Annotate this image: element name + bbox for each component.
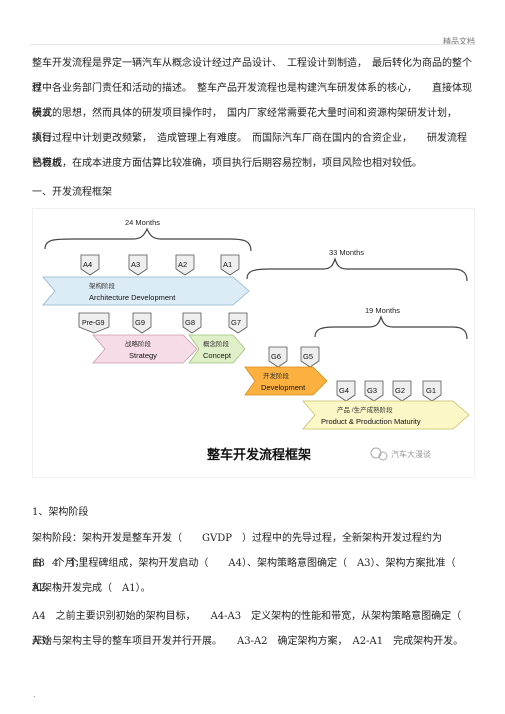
gate-g6: G6: [268, 346, 288, 368]
gate-a1: A1: [220, 254, 240, 276]
arrow-concept: [188, 334, 246, 364]
svg-text:G3: G3: [367, 386, 377, 395]
label-33-months: 33 Months: [329, 248, 364, 257]
arrow-strategy: [92, 334, 198, 364]
brace-24-months: [44, 227, 252, 252]
arch-line-1: 架构阶段：架构开发是整车开发（ GVDP ）过程中的先导过程，全新架构开发过程约…: [32, 533, 462, 569]
footer-mark: .: [33, 690, 36, 699]
gate-g5: G5: [300, 346, 320, 368]
gate-a4: A4: [80, 254, 100, 276]
label-arch-en: Architecture Development: [89, 293, 176, 302]
gate-g1: G1: [422, 380, 442, 402]
gate-g7: G7: [228, 312, 248, 334]
section-heading-framework: 一、开发流程框架: [32, 187, 112, 198]
wechat-logo-icon: [370, 447, 388, 461]
arch-line-2: 由 4 个里程碑组成，架构开发启动（ A4）、架构策略意图确定（ A3）、架构方…: [32, 558, 466, 594]
gate-a2: A2: [175, 254, 195, 276]
figure-caption: 整车开发流程框架: [206, 447, 311, 462]
label-dev-en: Development: [261, 383, 306, 392]
intro-line-3: 模式的思想，然而具体的研发项目操作时， 国内厂家经常需要花大量时间和资源构架研发…: [32, 108, 472, 144]
label-concept-en: Concept: [203, 351, 232, 360]
arrow-development: [244, 366, 328, 396]
gate-pre-g9: Pre-G9: [78, 312, 110, 334]
logo-text: 汽车大漫谈: [391, 449, 431, 459]
svg-text:G4: G4: [339, 386, 349, 395]
section-heading-architecture: 1、架构阶段: [32, 507, 89, 518]
gate-g9: G9: [132, 312, 152, 334]
svg-text:A4: A4: [83, 260, 92, 269]
svg-text:A1: A1: [223, 260, 232, 269]
brace-19-months: [314, 315, 468, 340]
label-arch-cn: 架构阶段: [89, 281, 116, 290]
gate-g4: G4: [336, 380, 356, 402]
svg-text:G1: G1: [426, 386, 436, 395]
arrow-product-production-maturity: [302, 400, 470, 430]
label-19-months: 19 Months: [365, 306, 400, 315]
svg-text:G7: G7: [231, 318, 241, 327]
intro-line-4: 执行过程中计划更改频繁， 造成管理上有难度。 而国际汽车厂商在国内的合资企业， …: [32, 133, 467, 169]
svg-text:A2: A2: [178, 260, 187, 269]
svg-text:G2: G2: [395, 386, 405, 395]
framework-diagram: 24 Months A4 A3 A2 A1 架构阶段 Architecture …: [42, 218, 470, 462]
arch-line-5: 开始与架构主导的整车项目开发并行开展。 A3-A2 确定架构方案， A2-A1 …: [32, 636, 464, 647]
header-rule: [30, 44, 475, 45]
gate-g3: G3: [364, 380, 384, 402]
intro-line-2: 程中各业务部门责任和活动的描述。 整车产品开发流程也是构建汽车研发体系的核心， …: [32, 83, 472, 119]
process-framework-figure: 24 Months A4 A3 A2 A1 架构阶段 Architecture …: [32, 208, 475, 478]
svg-text:G8: G8: [185, 318, 195, 327]
arch-line-4: A4 之前主要识别初始的架构目标， A4-A3 定义架构的性能和带宽，从架构策略…: [32, 611, 482, 647]
label-strategy-en: Strategy: [129, 351, 157, 360]
arrow-architecture-development: [42, 276, 250, 306]
label-24-months: 24 Months: [125, 218, 160, 227]
svg-text:Pre-G9: Pre-G9: [82, 320, 105, 327]
label-dev-cn: 开发阶段: [263, 371, 290, 380]
label-concept-cn: 概念阶段: [203, 339, 230, 348]
label-prod-en: Product & Production Maturity: [321, 417, 421, 426]
gate-g8: G8: [182, 312, 202, 334]
brace-33-months: [246, 257, 468, 282]
svg-text:G9: G9: [135, 318, 145, 327]
watermark: 精品文档: [443, 37, 475, 46]
label-prod-cn: 产品 /生产成熟阶段: [337, 405, 393, 414]
gate-a3: A3: [128, 254, 148, 276]
intro-line-1: 整车开发流程是界定一辆汽车从概念设计经过产品设计、 工程设计到制造， 最后转化为…: [32, 58, 472, 94]
arch-line-3: 和架构开发完成（ A1）。: [32, 583, 151, 594]
svg-text:G6: G6: [271, 352, 281, 361]
gate-g2: G2: [392, 380, 412, 402]
svg-text:G5: G5: [303, 352, 313, 361]
svg-text:A3: A3: [131, 260, 140, 269]
intro-line-5: 熟模板，在成本进度方面估算比较准确，项目执行后期容易控制，项目风险也相对较低。: [32, 158, 422, 169]
label-strategy-cn: 战略阶段: [125, 339, 152, 348]
